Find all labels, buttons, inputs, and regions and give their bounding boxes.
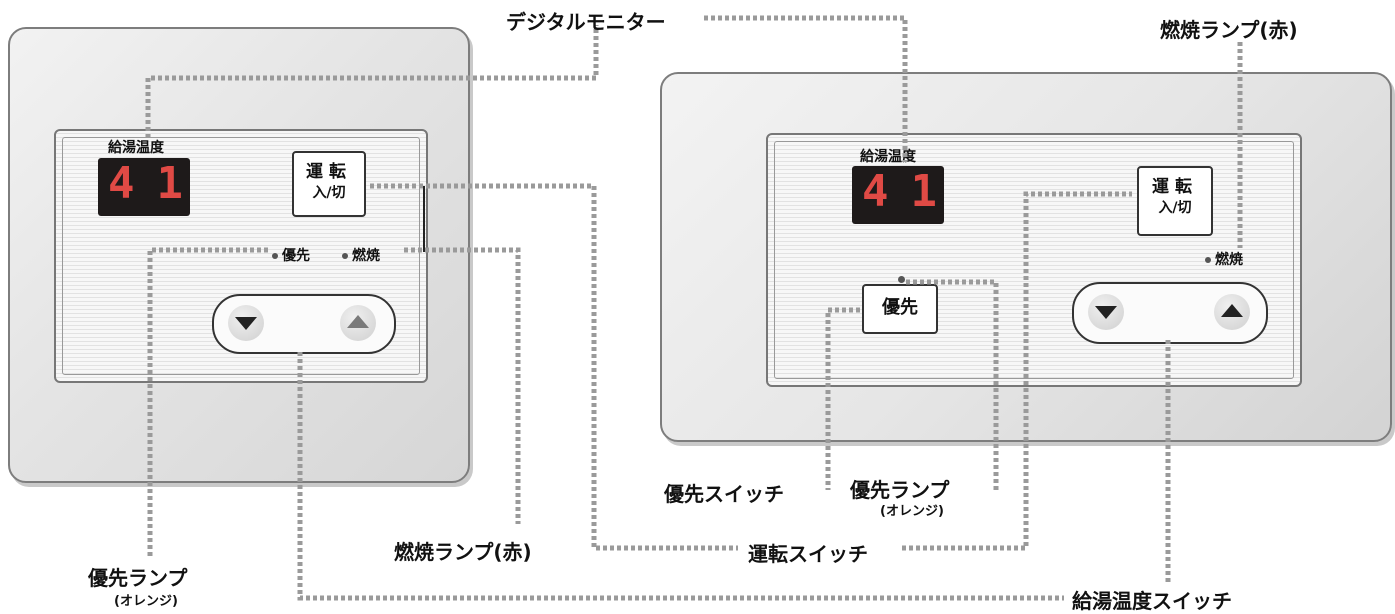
callout-burn-lamp-bottom: 燃焼ランプ(赤) [394, 540, 532, 564]
left-run-button[interactable]: 運転 入/切 [292, 151, 366, 217]
up-arrow-icon [347, 315, 369, 328]
leader-digital-monitor-left [145, 25, 599, 138]
left-burn-lamp: 燃焼 [342, 245, 380, 265]
leader-run-switch-right [902, 191, 1132, 551]
leader-digital-monitor-right [704, 15, 908, 162]
left-digital-monitor: 41 [98, 158, 190, 216]
down-arrow-icon [1095, 306, 1117, 319]
right-panel-inner-border [774, 141, 1294, 379]
right-run-button-sublabel: 入/切 [1158, 200, 1192, 216]
callout-priority-switch: 優先スイッチ [664, 482, 784, 506]
right-burn-lamp-label: 燃焼 [1215, 252, 1243, 268]
left-temp-down-button[interactable] [228, 305, 264, 341]
callout-priority-lamp-left: 優先ランプ [88, 566, 188, 590]
leader-temp-switch-left [297, 352, 1064, 601]
callout-priority-lamp-left-sub: (オレンジ) [114, 594, 178, 609]
callout-digital-monitor: デジタルモニター [506, 10, 666, 34]
left-priority-lamp-dot [272, 253, 278, 259]
right-priority-button[interactable]: 優先 [862, 284, 938, 334]
left-temp-switch[interactable] [212, 294, 396, 354]
right-temp-up-button[interactable] [1214, 294, 1250, 330]
left-burn-lamp-dot [342, 253, 348, 259]
right-run-button-label: 運転 [1152, 177, 1198, 197]
right-temp-switch[interactable] [1072, 282, 1268, 344]
callout-burn-lamp-top: 燃焼ランプ(赤) [1160, 18, 1298, 42]
leader-priority-switch [825, 307, 860, 490]
right-temp-down-button[interactable] [1088, 294, 1124, 330]
down-arrow-icon [235, 317, 257, 330]
left-priority-lamp: 優先 [272, 245, 310, 265]
left-run-button-sublabel: 入/切 [312, 185, 346, 201]
up-arrow-icon [1221, 304, 1243, 317]
left-temp-label: 給湯温度 [108, 140, 164, 156]
right-burn-lamp: 燃焼 [1205, 249, 1243, 269]
leader-priority-lamp-right [906, 279, 999, 490]
callout-priority-lamp-right: 優先ランプ [850, 478, 950, 502]
left-priority-lamp-label: 優先 [282, 248, 310, 264]
left-run-button-label: 運転 [306, 162, 352, 182]
left-panel-inner-border [62, 137, 420, 375]
right-run-button[interactable]: 運転 入/切 [1137, 166, 1213, 236]
left-temp-up-button[interactable] [340, 305, 376, 341]
callout-temp-switch: 給湯温度スイッチ [1072, 589, 1232, 613]
leader-run-switch-left [370, 183, 738, 551]
left-burn-lamp-label: 燃焼 [352, 248, 380, 264]
callout-priority-lamp-right-sub: (オレンジ) [880, 504, 944, 519]
leader-priority-lamp-left [147, 247, 268, 556]
right-priority-lamp-dot [898, 276, 905, 283]
leader-burn-lamp-left [404, 247, 521, 524]
right-temp-label: 給湯温度 [860, 149, 916, 165]
right-burn-lamp-dot [1205, 257, 1211, 263]
callout-run-switch: 運転スイッチ [748, 542, 868, 566]
right-digital-monitor: 41 [852, 166, 944, 224]
